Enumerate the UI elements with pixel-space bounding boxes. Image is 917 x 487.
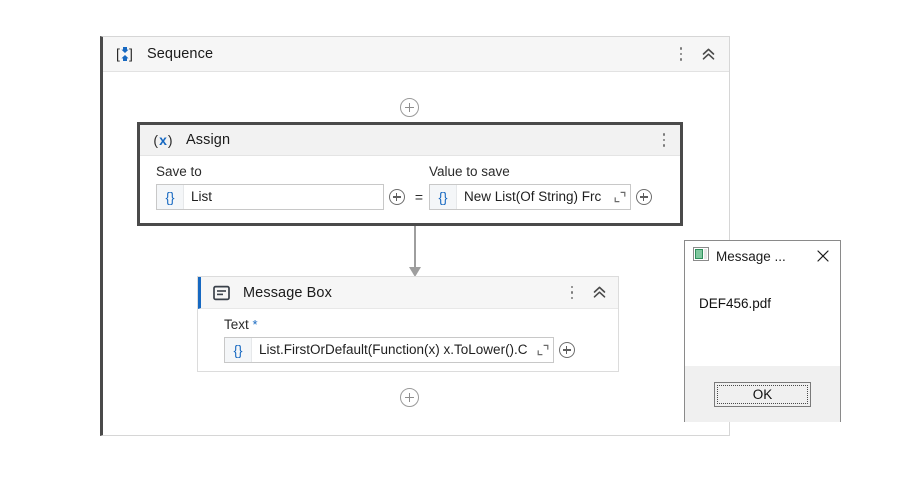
save-to-field-group: Save to {} List: [156, 164, 409, 210]
value-to-save-add-button[interactable]: [631, 184, 656, 210]
expression-brace-icon: {}: [225, 338, 252, 362]
ok-button-label: OK: [717, 384, 808, 404]
svg-text:]: ]: [129, 46, 133, 62]
save-to-value: List: [191, 189, 213, 204]
message-box-collapse-chevron-up-icon[interactable]: [588, 283, 610, 303]
assign-body: Save to {} List = Value to save {} New L…: [140, 156, 680, 210]
message-dialog-window[interactable]: Message ... DEF456.pdf OK: [684, 240, 841, 422]
required-marker: *: [252, 317, 258, 332]
value-to-save-row: {} New List(Of String) Frc: [429, 184, 656, 210]
assign-kebab-menu-icon[interactable]: [656, 130, 672, 150]
sequence-title: Sequence: [147, 46, 214, 62]
down-arrow-connector: [408, 222, 421, 277]
message-box-title: Message Box: [243, 284, 332, 301]
text-field-row: {} List.FirstOrDefault(Function(x) x.ToL…: [224, 337, 618, 363]
assign-variable-icon: (x): [153, 132, 173, 148]
close-x-icon[interactable]: [810, 245, 836, 267]
expression-brace-icon: {}: [157, 185, 184, 209]
sequence-header[interactable]: [ ] Sequence: [103, 37, 729, 72]
text-field-add-button[interactable]: [554, 337, 579, 363]
dialog-titlebar[interactable]: Message ...: [685, 241, 840, 271]
assign-activity-card[interactable]: (x) Assign Save to {} List = Value to sa…: [137, 122, 683, 226]
dialog-message-text: DEF456.pdf: [699, 296, 772, 311]
value-to-save-field-group: Value to save {} New List(Of String) Frc: [429, 164, 656, 210]
value-to-save-label: Value to save: [429, 164, 510, 179]
text-field-value: List.FirstOrDefault(Function(x) x.ToLowe…: [259, 342, 528, 357]
text-field-input[interactable]: {} List.FirstOrDefault(Function(x) x.ToL…: [224, 337, 554, 363]
save-to-input[interactable]: {} List: [156, 184, 384, 210]
dialog-title: Message ...: [716, 248, 786, 264]
assign-title: Assign: [186, 132, 231, 148]
value-to-save-input[interactable]: {} New List(Of String) Frc: [429, 184, 631, 210]
expression-brace-icon: {}: [430, 185, 457, 209]
text-field-label: Text *: [224, 317, 618, 332]
add-circle-icon: [388, 189, 405, 205]
save-to-row: {} List: [156, 184, 409, 210]
save-to-label: Save to: [156, 164, 202, 179]
message-box-body: Text * {} List.FirstOrDefault(Function(x…: [198, 309, 618, 363]
add-circle-icon: [635, 189, 652, 205]
svg-text:[: [: [116, 46, 120, 62]
assign-header[interactable]: (x) Assign: [140, 125, 680, 156]
message-box-activity-card[interactable]: Message Box Text * {} List.FirstOrDefaul…: [197, 276, 619, 372]
assign-equals-operator: =: [414, 189, 424, 205]
sequence-kebab-menu-icon[interactable]: [673, 44, 689, 64]
sequence-icon: [ ]: [115, 44, 135, 64]
add-activity-node-top[interactable]: [400, 98, 419, 117]
dialog-body: DEF456.pdf: [685, 271, 840, 366]
app-window-icon: [693, 246, 709, 266]
value-to-save-value: New List(Of String) Frc: [464, 189, 602, 204]
expand-editor-icon[interactable]: [610, 191, 630, 203]
ok-button[interactable]: OK: [714, 381, 811, 407]
text-label-word: Text: [224, 317, 249, 332]
message-box-header[interactable]: Message Box: [198, 277, 618, 309]
save-to-add-button[interactable]: [384, 184, 409, 210]
add-activity-node-bottom[interactable]: [400, 388, 419, 407]
message-box-kebab-menu-icon[interactable]: [564, 283, 580, 303]
message-box-icon: [211, 283, 231, 303]
sequence-collapse-chevron-up-icon[interactable]: [697, 44, 719, 64]
expand-editor-icon[interactable]: [533, 344, 553, 356]
add-circle-icon: [558, 342, 575, 358]
dialog-footer: OK: [685, 366, 840, 422]
